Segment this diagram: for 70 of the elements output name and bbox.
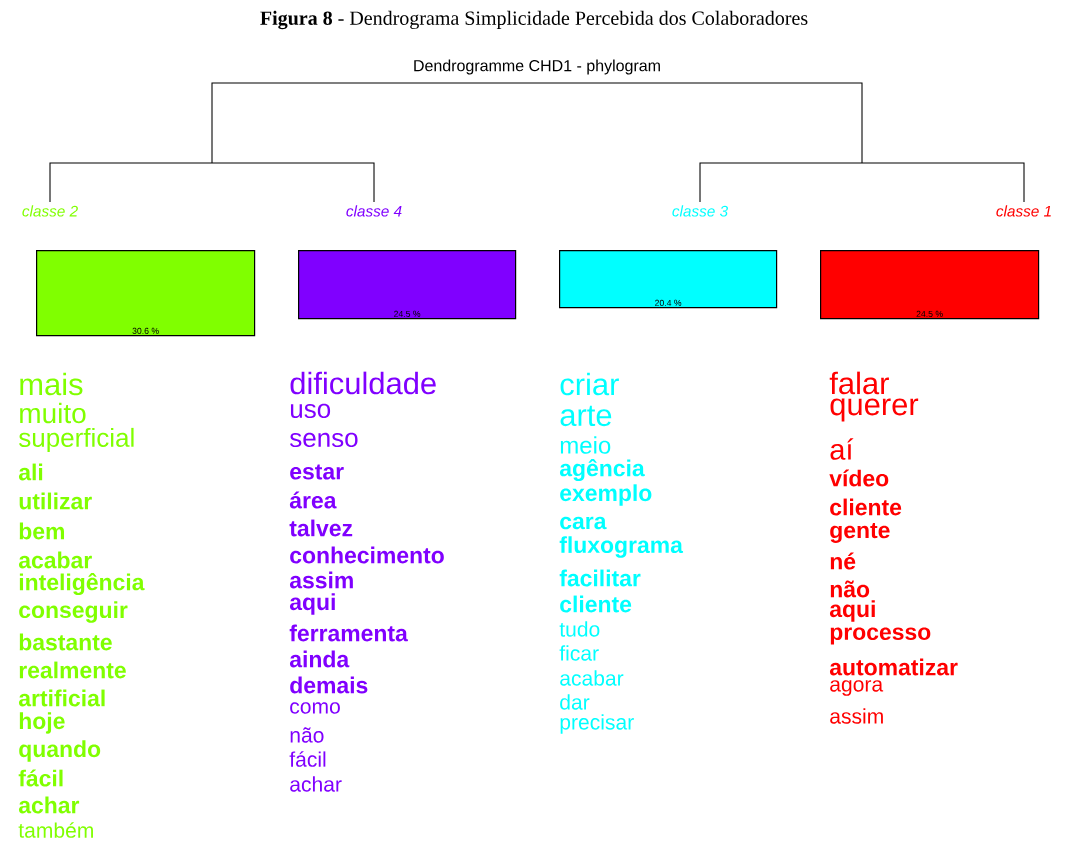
word: criar: [560, 372, 619, 396]
word: talvez: [289, 519, 353, 537]
word: muito: [20, 402, 86, 424]
class-bar: 24.5 %: [298, 250, 517, 320]
word: fluxograma: [559, 536, 684, 558]
word: como: [290, 702, 340, 714]
word: precisar: [560, 714, 634, 734]
word: realmente: [19, 661, 126, 679]
word: ainda: [289, 650, 350, 668]
word: área: [289, 491, 337, 509]
word: automatizar: [829, 658, 958, 676]
word: artificial: [18, 689, 105, 707]
word: não: [290, 727, 324, 743]
word: cliente: [830, 498, 902, 516]
class-bar: 24.5 %: [820, 250, 1040, 320]
word: demais: [290, 676, 368, 694]
word: cliente: [560, 595, 632, 613]
word: conseguir: [19, 601, 128, 623]
word: dificuldade: [290, 371, 436, 395]
word: ali: [18, 463, 43, 481]
word: facilitar: [559, 569, 641, 587]
word: uso: [290, 403, 331, 419]
word: superficial: [19, 427, 134, 453]
word: conhecimento: [290, 546, 444, 564]
word: meio: [560, 436, 611, 454]
figure-title: Figura 8 - Dendrograma Simplicidade Percebida dos Colaboradores: [260, 10, 808, 30]
word: agora: [830, 680, 884, 696]
word: senso: [290, 432, 358, 448]
word: ficar: [559, 645, 599, 661]
word: estar: [290, 464, 344, 480]
word: também: [18, 822, 93, 838]
class-label: classe 3: [672, 205, 728, 217]
class-label: classe 1: [996, 205, 1051, 217]
word: falar: [829, 371, 889, 395]
word: querer: [830, 398, 919, 422]
class-bar: 20.4 %: [559, 250, 778, 309]
word: ferramenta: [289, 624, 408, 642]
word: acabar: [560, 670, 624, 686]
word: bastante: [19, 633, 112, 651]
word: aqui: [829, 600, 875, 622]
word: assim: [289, 571, 353, 589]
class-label: classe 2: [22, 205, 78, 217]
word: aí: [830, 438, 854, 460]
chart-title: Dendrogramme CHD1 - phylogram: [414, 59, 660, 75]
word: inteligência: [19, 573, 145, 595]
word: fácil: [18, 769, 63, 787]
word: arte: [560, 405, 612, 427]
word: gente: [830, 523, 890, 543]
word: achar: [18, 796, 80, 814]
word: tudo: [559, 621, 600, 637]
word: quando: [19, 740, 101, 762]
word: né: [830, 552, 856, 570]
word: aqui: [289, 593, 335, 615]
word: achar: [290, 776, 342, 792]
word: assim: [830, 708, 883, 724]
class-label: classe 4: [346, 205, 402, 217]
class-bar: 30.6 %: [36, 250, 256, 337]
word: mais: [20, 372, 83, 396]
word: agência: [559, 459, 645, 481]
word: utilizar: [19, 492, 92, 510]
word: cara: [560, 516, 607, 530]
word: bem: [19, 522, 64, 540]
word: processo: [830, 627, 931, 645]
word: hoje: [19, 712, 65, 734]
word: fácil: [289, 751, 326, 767]
word: dar: [560, 694, 590, 710]
word: não: [830, 580, 870, 598]
word: acabar: [18, 551, 92, 569]
word: vídeo: [829, 469, 889, 487]
word: exemplo: [560, 484, 652, 506]
